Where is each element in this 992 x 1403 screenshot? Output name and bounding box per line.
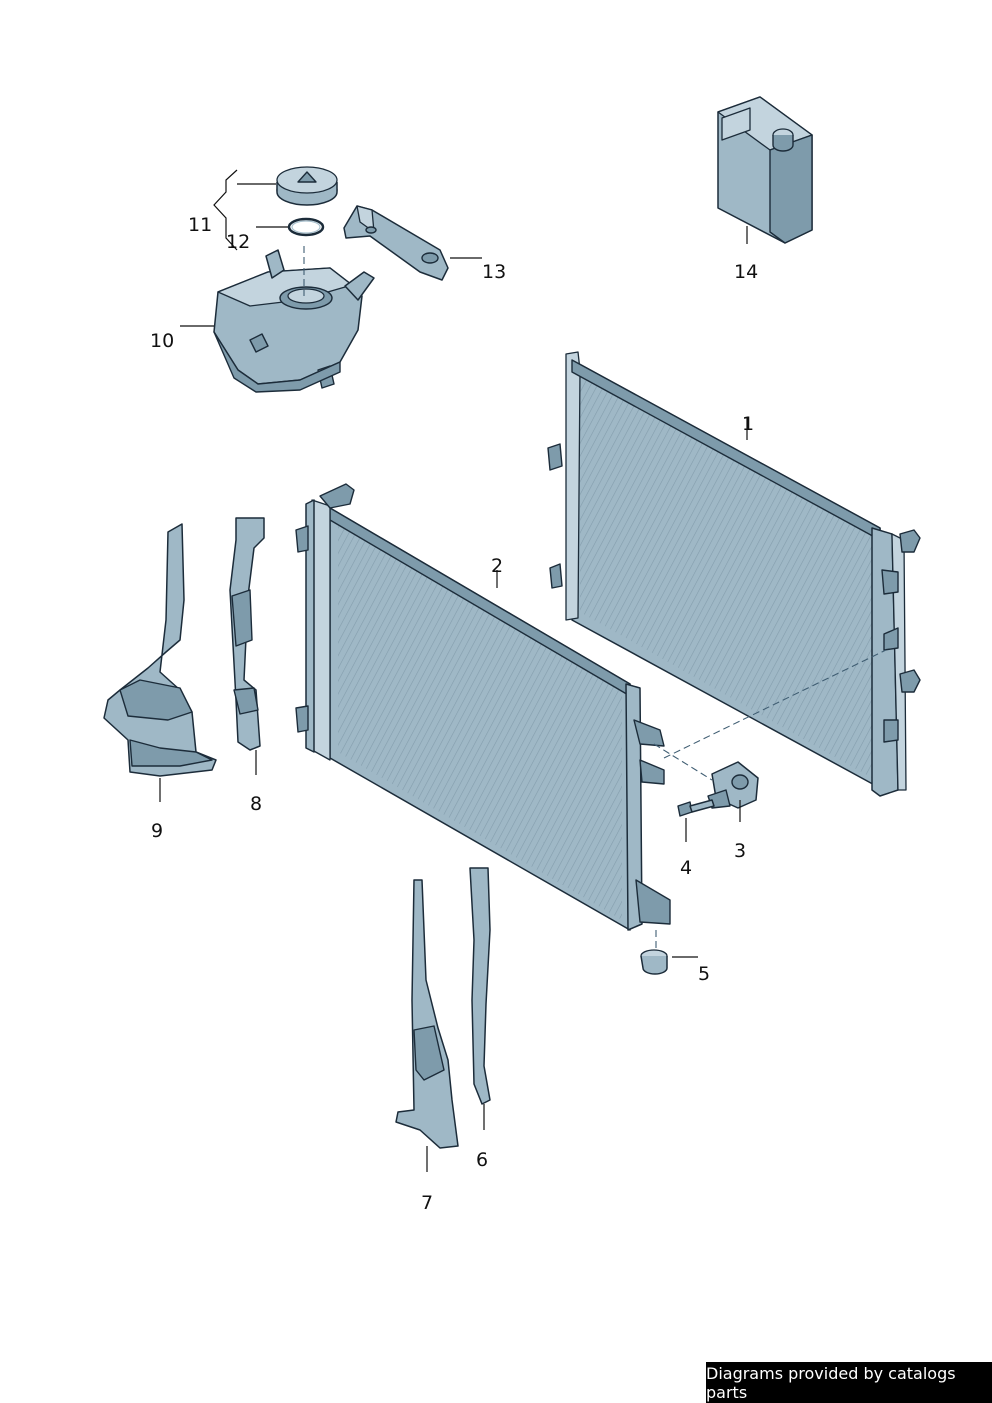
coolant-container-part <box>717 96 813 244</box>
condenser-part <box>295 483 671 931</box>
credit-banner: Diagrams provided by catalogs parts <box>706 1362 992 1403</box>
callout-2: 2 <box>491 555 503 577</box>
callout-7: 7 <box>421 1192 433 1214</box>
callout-4: 4 <box>680 857 692 879</box>
radiator-part <box>547 351 921 797</box>
grommet-part <box>640 949 668 975</box>
credit-text: Diagrams provided by catalogs parts <box>706 1363 956 1402</box>
rubber-mount-part <box>707 761 759 809</box>
air-guide-strip-part <box>229 517 265 751</box>
expansion-tank-part <box>213 249 375 393</box>
air-duct-lower-part <box>395 879 459 1149</box>
callout-12: 12 <box>226 231 250 253</box>
bracket-part <box>343 205 449 281</box>
callout-13: 13 <box>482 261 506 283</box>
assembly-lines <box>303 246 887 950</box>
callout-5: 5 <box>698 963 710 985</box>
bolt-part <box>677 799 715 817</box>
filler-cap-part <box>276 166 338 206</box>
callout-6: 6 <box>476 1149 488 1171</box>
callout-labels: 1 2 3 4 5 6 7 8 9 10 11 12 13 14 <box>150 214 758 1214</box>
callout-3: 3 <box>734 840 746 862</box>
callout-8: 8 <box>250 793 262 815</box>
leader-lines <box>159 169 748 1172</box>
callout-14: 14 <box>734 261 758 283</box>
air-guide-strip-lower-part <box>469 867 491 1105</box>
callout-1: 1 <box>742 413 754 435</box>
callout-9: 9 <box>151 820 163 842</box>
callout-10: 10 <box>150 330 174 352</box>
air-duct-left-part <box>103 523 217 777</box>
seal-ring-part <box>287 217 325 237</box>
callout-11: 11 <box>188 214 212 236</box>
